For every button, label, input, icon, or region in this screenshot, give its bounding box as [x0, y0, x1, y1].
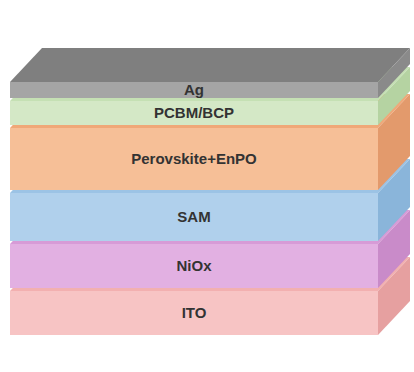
layer-band: PCBM/BCP	[10, 101, 378, 125]
layer-label: Ag	[184, 82, 204, 98]
layer-label: SAM	[177, 209, 210, 225]
layer-label: PCBM/BCP	[154, 105, 234, 121]
layer-band: Ag	[10, 82, 378, 98]
layer-band: NiOx	[10, 244, 378, 288]
layer-band: ITO	[10, 291, 378, 335]
layer-label: NiOx	[176, 258, 211, 274]
ag-slab	[10, 48, 410, 98]
perovskite-slab	[10, 94, 410, 190]
layer-band: SAM	[10, 193, 378, 241]
layer-label: Perovskite+EnPO	[131, 151, 256, 167]
layer-band: Perovskite+EnPO	[10, 128, 378, 190]
layer-label: ITO	[182, 305, 207, 321]
